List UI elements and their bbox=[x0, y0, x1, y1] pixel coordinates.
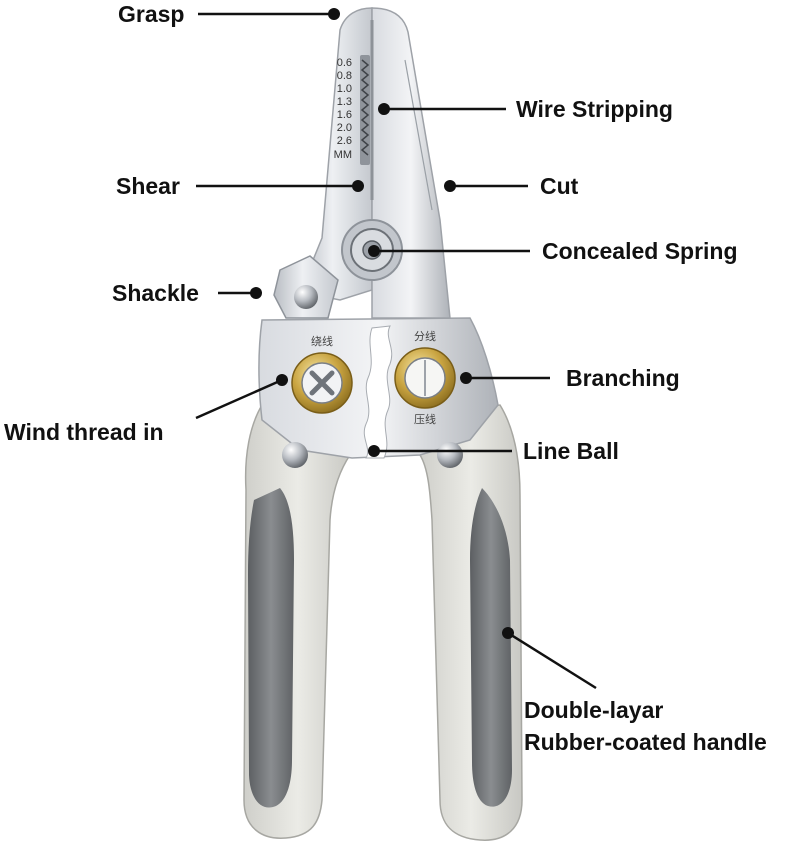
label-grasp: Grasp bbox=[118, 1, 185, 27]
gauge-mark: 0.6 bbox=[337, 57, 352, 69]
gauge-mark: 0.8 bbox=[337, 70, 352, 82]
gauge-mark: 2.6 bbox=[337, 135, 352, 147]
brass-hole-icon bbox=[394, 347, 456, 409]
gauge-mark: 1.6 bbox=[337, 109, 352, 121]
label-shackle: Shackle bbox=[112, 280, 199, 306]
stamp-wind: 绕线 bbox=[311, 334, 333, 348]
label-shear: Shear bbox=[116, 173, 180, 199]
label-handle-line1: Double-layar bbox=[524, 697, 664, 723]
label-concealed-spring: Concealed Spring bbox=[542, 238, 738, 264]
label-wind-thread-in: Wind thread in bbox=[4, 419, 164, 445]
label-handle: Double-layar Rubber-coated handle bbox=[524, 694, 767, 758]
gauge-mark: 1.0 bbox=[337, 83, 352, 95]
shackle-latch bbox=[273, 255, 339, 319]
label-branching: Branching bbox=[566, 365, 680, 391]
gauge-scale: 0.6 0.8 1.0 1.3 1.6 2.0 2.6 MM bbox=[334, 57, 352, 161]
stamp-labels: 绕线 分线 压线 bbox=[311, 329, 436, 426]
gauge-mark: 1.3 bbox=[337, 96, 352, 108]
screw-icon bbox=[437, 442, 463, 468]
stamp-branch: 分线 bbox=[414, 329, 436, 343]
leader-lines bbox=[195, 8, 597, 690]
gauge-unit: MM bbox=[334, 149, 352, 161]
brass-hole-icon bbox=[291, 352, 353, 414]
gauge-mark: 2.0 bbox=[337, 122, 352, 134]
left-handle bbox=[243, 404, 353, 839]
rivet-icon bbox=[294, 285, 318, 309]
label-wire-stripping: Wire Stripping bbox=[516, 96, 673, 122]
label-handle-line2: Rubber-coated handle bbox=[524, 729, 767, 755]
label-cut: Cut bbox=[540, 173, 579, 199]
right-handle bbox=[419, 404, 523, 841]
label-line-ball: Line Ball bbox=[523, 438, 619, 464]
jaw-groove bbox=[360, 20, 374, 200]
screw-icon bbox=[282, 442, 308, 468]
stamp-press: 压线 bbox=[414, 412, 436, 426]
